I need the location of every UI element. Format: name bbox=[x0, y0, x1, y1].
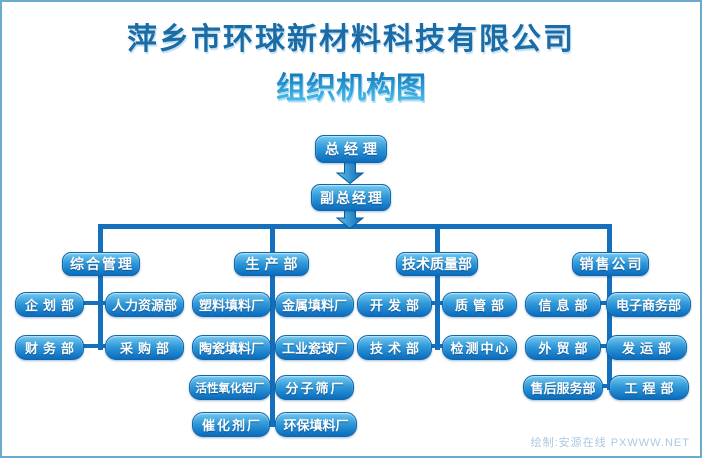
node-finance-dept: 财务部 bbox=[15, 335, 84, 360]
node-general-manager: 总经理 bbox=[315, 135, 387, 163]
node-metal-packing-plant: 金属填料厂 bbox=[275, 292, 354, 317]
connector-stub-g2-row2 bbox=[252, 344, 292, 348]
node-general-management: 综合管理 bbox=[62, 252, 140, 276]
node-sales-company: 销售公司 bbox=[572, 252, 649, 276]
node-testing-center: 检测中心 bbox=[442, 335, 517, 360]
connector-stub-g1-row1 bbox=[78, 301, 122, 305]
down-arrow-icon bbox=[335, 208, 365, 229]
node-foreign-trade-dept: 外贸部 bbox=[525, 335, 601, 360]
connector-stub-g3-row1 bbox=[417, 301, 459, 305]
node-purchasing-dept: 采购部 bbox=[105, 335, 184, 360]
connector-top-bar bbox=[98, 224, 612, 229]
node-shipping-dept: 发运部 bbox=[606, 335, 687, 360]
connector-trunk-general-management bbox=[98, 224, 103, 350]
node-tech-quality-dept: 技术质量部 bbox=[396, 252, 478, 276]
node-ceramic-packing-plant: 陶瓷填料厂 bbox=[192, 335, 271, 360]
chart-title: 组织机构图 bbox=[2, 63, 700, 107]
node-technology-dept: 技术部 bbox=[357, 335, 432, 360]
node-quality-control-dept: 质管部 bbox=[442, 292, 517, 317]
node-planning-dept: 企划部 bbox=[15, 292, 84, 317]
company-title: 萍乡市环球新材料科技有限公司 bbox=[127, 23, 575, 56]
node-development-dept: 开发部 bbox=[357, 292, 432, 317]
node-molecular-sieve-plant: 分子筛厂 bbox=[275, 375, 354, 400]
down-arrow-icon bbox=[335, 160, 365, 184]
node-after-sales-dept: 售后服务部 bbox=[523, 375, 603, 400]
node-ecommerce-dept: 电子商务部 bbox=[606, 292, 691, 317]
node-plastic-packing-plant: 塑料填料厂 bbox=[192, 292, 271, 317]
node-industrial-ceramic-ball-plant: 工业瓷球厂 bbox=[275, 335, 354, 360]
connector-stub-g2-row4 bbox=[252, 421, 292, 425]
connector-trunk-tech-quality bbox=[435, 224, 440, 350]
node-eco-packing-plant: 环保填料厂 bbox=[275, 412, 357, 437]
node-deputy-general-manager: 副总经理 bbox=[311, 184, 391, 211]
connector-stub-g2-row3 bbox=[252, 384, 292, 388]
node-production-dept: 生产部 bbox=[234, 252, 309, 276]
node-information-dept: 信息部 bbox=[525, 292, 601, 317]
watermark-credit: 绘制:安源在线 PXWWW.NET bbox=[530, 437, 690, 449]
node-hr-dept: 人力资源部 bbox=[105, 292, 184, 317]
connector-stub-g1-row2 bbox=[78, 344, 122, 348]
connector-trunk-production bbox=[270, 224, 275, 427]
connector-stub-g3-row2 bbox=[417, 344, 459, 348]
node-activated-alumina-plant: 活性氧化铝厂 bbox=[189, 375, 271, 400]
node-engineering-dept: 工程部 bbox=[609, 375, 689, 400]
node-catalyst-plant: 催化剂厂 bbox=[192, 412, 270, 437]
connector-stub-g4-row3 bbox=[590, 384, 624, 388]
connector-stub-g2-row1 bbox=[252, 301, 292, 305]
